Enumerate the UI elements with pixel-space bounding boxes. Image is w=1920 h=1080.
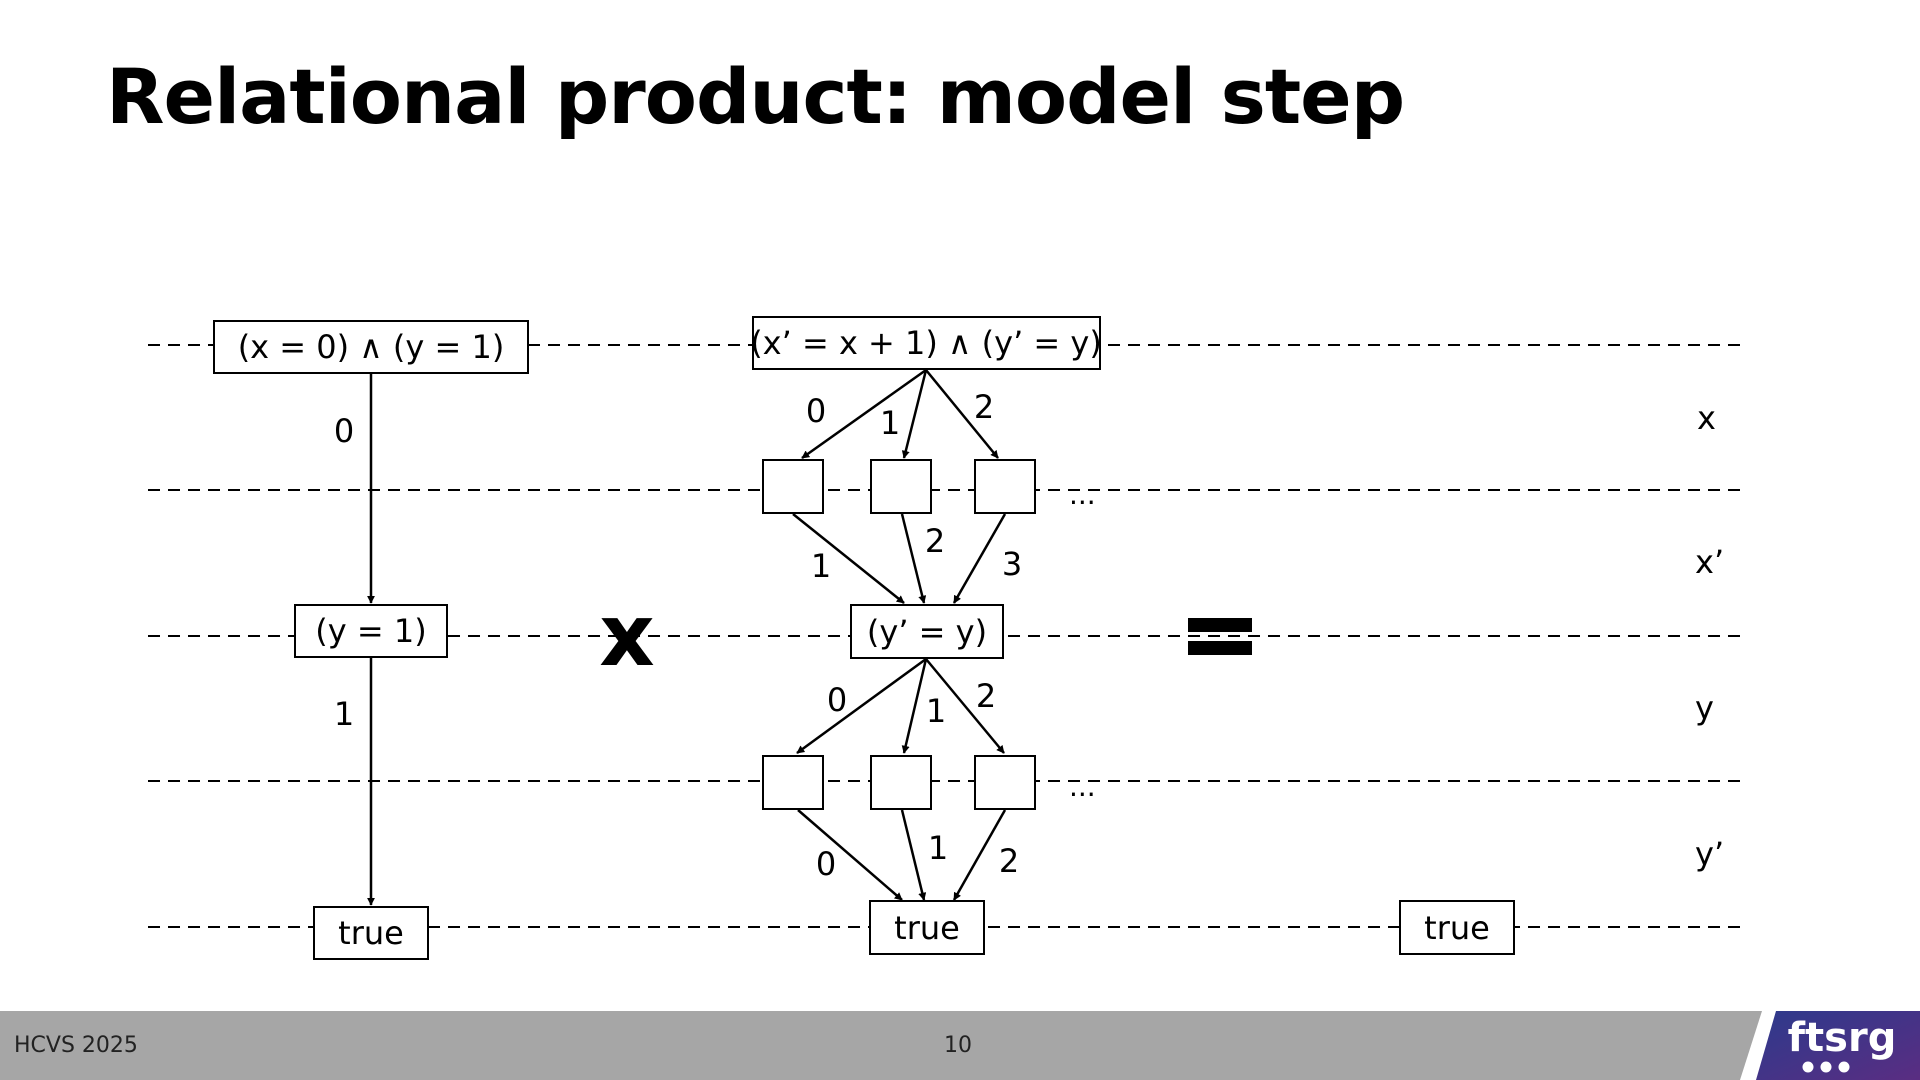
slide-title: Relational product: model step xyxy=(106,52,1405,141)
mid-mid-edge-2 xyxy=(925,658,1005,754)
mid-mid-edge-label-0: 0 xyxy=(827,681,847,719)
mid-y-edge-label-0: 0 xyxy=(816,845,836,883)
mid-mid-edge-0 xyxy=(796,657,927,755)
mid-x-edge-3 xyxy=(952,513,1007,604)
product-operator: x xyxy=(599,586,654,686)
footer-page-number: 10 xyxy=(944,1033,972,1058)
var-label-x: x xyxy=(1697,399,1716,437)
left-leaf-node xyxy=(313,906,429,960)
equals-operator xyxy=(1188,618,1252,655)
mid-leaf-node xyxy=(869,900,985,955)
mid-mid-node xyxy=(850,604,1004,659)
mid-y-node-2 xyxy=(870,755,932,810)
mid-y-edge-label-1: 1 xyxy=(928,829,948,867)
mid-root-node xyxy=(752,316,1101,370)
relational-product-diagram: x x’ y y’ (x = 0) ∧ (y = 1) (y = 1) true… xyxy=(148,316,1740,960)
var-label-y: y xyxy=(1695,689,1714,727)
left-root-node xyxy=(213,320,529,374)
left-edge-label-0: 0 xyxy=(334,412,354,450)
left-leaf-label: true xyxy=(338,914,404,952)
footer-conference: HCVS 2025 xyxy=(14,1033,138,1058)
mid-mid-label: (y’ = y) xyxy=(867,613,987,651)
left-mid-node xyxy=(294,604,448,658)
mid-x-node-3 xyxy=(974,459,1036,514)
left-mid-label: (y = 1) xyxy=(315,612,426,650)
mid-x-node-2 xyxy=(870,459,932,514)
mid-x-edge-label-2: 2 xyxy=(925,522,945,560)
right-leaf-label: true xyxy=(1424,909,1490,947)
mid-root-edge-label-1: 1 xyxy=(880,404,900,442)
var-label-x-prime: x’ xyxy=(1695,543,1724,581)
mid-root-edge-label-2: 2 xyxy=(974,388,994,426)
mid-root-edge-0 xyxy=(801,368,927,460)
ftsrg-logo: ftsrg xyxy=(1740,1011,1920,1080)
var-label-y-prime: y’ xyxy=(1695,835,1724,873)
logo-text: ftsrg xyxy=(1788,1015,1897,1061)
mid-y-edge-0 xyxy=(797,809,903,901)
left-edge-label-1: 1 xyxy=(334,695,354,733)
mid-x-edge-label-3: 3 xyxy=(1002,545,1022,583)
mid-x-node-1 xyxy=(762,459,824,514)
mid-mid-edge-label-1: 1 xyxy=(926,692,946,730)
mid-mid-edge-1 xyxy=(901,658,928,754)
mid-y-edge-1 xyxy=(900,809,927,901)
mid-y-node-3 xyxy=(974,755,1036,810)
mid-mid-edge-label-2: 2 xyxy=(976,677,996,715)
mid-root-label: (x’ = x + 1) ∧ (y’ = y) xyxy=(750,324,1102,362)
mid-y-edge-label-2: 2 xyxy=(999,842,1019,880)
mid-y-node-1 xyxy=(762,755,824,810)
mid-x-edge-label-1: 1 xyxy=(811,547,831,585)
mid-x-edge-2 xyxy=(900,513,927,604)
mid-x-ellipsis: ... xyxy=(1069,478,1096,511)
mid-x-edge-1 xyxy=(792,513,905,604)
mid-y-ellipsis: ... xyxy=(1069,770,1096,803)
right-leaf-node xyxy=(1399,900,1515,955)
footer-bar: HCVS 2025 10 xyxy=(0,1011,1920,1080)
left-root-label: (x = 0) ∧ (y = 1) xyxy=(238,328,505,366)
mid-root-edge-label-0: 0 xyxy=(806,392,826,430)
mid-root-edge-1 xyxy=(901,369,928,459)
mid-y-edge-2 xyxy=(952,809,1007,901)
mid-leaf-label: true xyxy=(894,909,960,947)
mid-root-edge-2 xyxy=(925,369,999,459)
